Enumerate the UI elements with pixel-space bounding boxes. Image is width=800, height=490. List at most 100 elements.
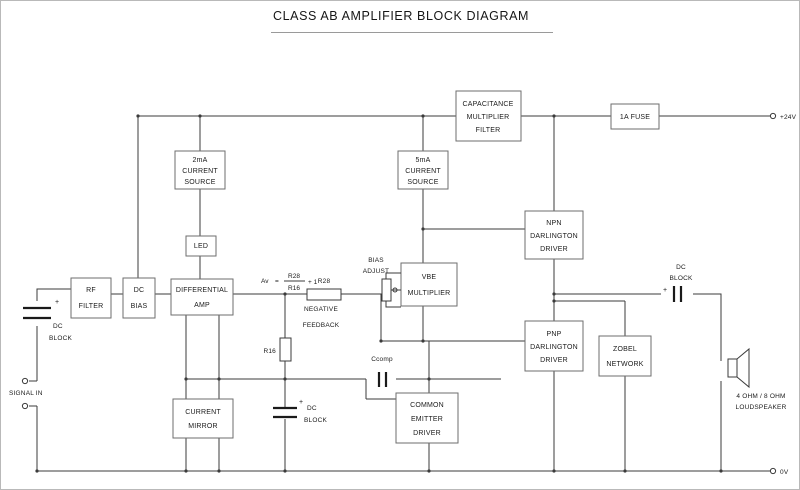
current-source-5ma-label-1: 5mA bbox=[416, 157, 431, 164]
input-cap-label-1: DC bbox=[53, 323, 63, 330]
block-dc-bias[interactable]: DC BIAS bbox=[122, 277, 156, 319]
signal-ground-terminal-dot[interactable] bbox=[21, 402, 29, 410]
junction-output bbox=[552, 292, 556, 296]
wire-r28-to-output-node bbox=[341, 293, 382, 341]
current-source-2ma-label-3: SOURCE bbox=[184, 179, 215, 186]
led-box[interactable] bbox=[185, 235, 217, 257]
differential-amp-label-2: AMP bbox=[194, 302, 210, 309]
capacitance-multiplier-label-1: CAPACITANCE bbox=[463, 101, 514, 108]
vbe-multiplier-label-1: VBE bbox=[422, 274, 437, 281]
ccomp-label: Ccomp bbox=[371, 356, 393, 363]
signal-ground-terminal[interactable] bbox=[21, 402, 29, 410]
block-current-source-5ma[interactable]: 5mA CURRENT SOURCE bbox=[397, 150, 449, 190]
current-source-2ma-label-1: 2mA bbox=[193, 157, 208, 164]
output-cap-polarity: + bbox=[663, 287, 667, 294]
junction-rail-npn bbox=[552, 114, 556, 118]
mid-dc-block-capacitor: + DC BLOCK bbox=[273, 399, 328, 424]
capacitance-multiplier-label-2: MULTIPLIER bbox=[467, 114, 510, 121]
bias-adjust-label-1: BIAS bbox=[368, 257, 384, 264]
ground-rail-terminal[interactable]: 0V bbox=[769, 467, 789, 476]
mid-cap-label-2: BLOCK bbox=[304, 417, 328, 424]
vbe-multiplier-box[interactable] bbox=[400, 262, 458, 307]
signal-in-terminal-dot[interactable] bbox=[21, 377, 29, 385]
junction-mirror-bus bbox=[184, 377, 188, 381]
junction-dots bbox=[35, 114, 723, 473]
bias-adjust-wiper-dot bbox=[392, 287, 398, 293]
block-capacitance-multiplier-filter[interactable]: CAPACITANCE MULTIPLIER FILTER bbox=[455, 90, 522, 142]
junction-gnd-zobel bbox=[623, 469, 627, 473]
common-emitter-driver-label-3: DRIVER bbox=[413, 430, 441, 437]
gain-formula-tail: + 1 bbox=[308, 279, 318, 286]
block-led[interactable]: LED bbox=[185, 235, 217, 257]
current-source-2ma-box[interactable] bbox=[174, 150, 226, 190]
block-pnp-darlington-driver[interactable]: PNP DARLINGTON DRIVER bbox=[524, 320, 584, 372]
junction-gnd-ce bbox=[427, 469, 431, 473]
differential-amp-label-1: DIFFERENTIAL bbox=[176, 287, 228, 294]
block-npn-darlington-driver[interactable]: NPN DARLINGTON DRIVER bbox=[524, 210, 584, 260]
dc-bias-label-2: BIAS bbox=[131, 303, 148, 310]
supply-rail-terminal[interactable]: +24V bbox=[769, 112, 796, 121]
mid-cap-label-1: DC bbox=[307, 405, 317, 412]
junction-feedback bbox=[283, 292, 287, 296]
block-rf-filter[interactable]: RF FILTER bbox=[70, 277, 112, 319]
input-dc-block-capacitor: + DC BLOCK bbox=[23, 299, 72, 342]
bias-adjust-potentiometer[interactable]: BIAS ADJUST bbox=[363, 257, 401, 308]
junction-vbe-npn bbox=[421, 227, 425, 231]
junction-gnd-pnp bbox=[552, 469, 556, 473]
differential-amp-box[interactable] bbox=[170, 278, 234, 316]
npn-darlington-box[interactable] bbox=[524, 210, 584, 260]
current-mirror-label-2: MIRROR bbox=[188, 423, 218, 430]
resistor-r28: R28 bbox=[306, 278, 342, 301]
block-common-emitter-driver[interactable]: COMMON EMITTER DRIVER bbox=[395, 392, 459, 444]
junction-r16-bus bbox=[283, 377, 287, 381]
signal-in-terminal[interactable]: SIGNAL IN bbox=[9, 377, 43, 397]
rf-filter-box[interactable] bbox=[70, 277, 112, 319]
junction-gnd-mirror-b bbox=[217, 469, 221, 473]
current-source-5ma-label-3: SOURCE bbox=[407, 179, 438, 186]
common-emitter-driver-label-2: EMITTER bbox=[411, 416, 443, 423]
block-current-mirror[interactable]: CURRENT MIRROR bbox=[172, 398, 234, 439]
dc-bias-label-1: DC bbox=[134, 287, 145, 294]
junction-rail-5ma bbox=[421, 114, 425, 118]
negative-feedback-label-2: FEEDBACK bbox=[303, 322, 340, 329]
page-title: CLASS AB AMPLIFIER BLOCK DIAGRAM bbox=[272, 9, 530, 23]
gain-formula-numerator: R28 bbox=[288, 273, 300, 280]
block-zobel-network[interactable]: ZOBEL NETWORK bbox=[598, 335, 652, 377]
npn-darlington-label-3: DRIVER bbox=[540, 246, 568, 253]
current-mirror-box[interactable] bbox=[172, 398, 234, 439]
junction-gnd-left bbox=[35, 469, 39, 473]
zobel-network-box[interactable] bbox=[598, 335, 652, 377]
supply-terminal-dot[interactable] bbox=[769, 112, 777, 120]
title-divider bbox=[271, 32, 553, 33]
block-differential-amp[interactable]: DIFFERENTIAL AMP bbox=[170, 278, 234, 316]
common-emitter-driver-box[interactable] bbox=[395, 392, 459, 444]
ground-terminal-dot[interactable] bbox=[769, 467, 777, 475]
bias-adjust-body[interactable] bbox=[381, 278, 392, 302]
current-source-5ma-box[interactable] bbox=[397, 150, 449, 190]
current-source-5ma-label-2: CURRENT bbox=[405, 168, 441, 175]
block-current-source-2ma[interactable]: 2mA CURRENT SOURCE bbox=[174, 150, 226, 190]
junction-vbe-pnp bbox=[421, 339, 425, 343]
speaker-label-1: 4 OHM / 8 OHM bbox=[736, 393, 785, 400]
bias-adjust-label-2: ADJUST bbox=[363, 268, 389, 275]
pnp-darlington-label-3: DRIVER bbox=[540, 357, 568, 364]
zobel-network-label-2: NETWORK bbox=[606, 361, 643, 368]
gain-formula: Av = R28 R16 + 1 bbox=[261, 273, 318, 292]
mid-cap-polarity: + bbox=[299, 399, 303, 406]
fuse-label: 1A FUSE bbox=[620, 114, 650, 121]
block-fuse[interactable]: 1A FUSE bbox=[610, 103, 660, 130]
dc-bias-box[interactable] bbox=[122, 277, 156, 319]
r28-body bbox=[306, 288, 342, 301]
capacitance-multiplier-box[interactable] bbox=[455, 90, 522, 142]
npn-darlington-label-1: NPN bbox=[546, 220, 561, 227]
fuse-box[interactable] bbox=[610, 103, 660, 130]
block-vbe-multiplier[interactable]: VBE MULTIPLIER bbox=[400, 262, 458, 307]
vbe-multiplier-label-2: MULTIPLIER bbox=[408, 290, 451, 297]
speaker-cone bbox=[736, 347, 750, 389]
common-emitter-driver-label-1: COMMON bbox=[410, 402, 444, 409]
gain-formula-denominator: R16 bbox=[288, 285, 300, 292]
ground-rail-label: 0V bbox=[780, 469, 789, 476]
pnp-darlington-box[interactable] bbox=[524, 320, 584, 372]
